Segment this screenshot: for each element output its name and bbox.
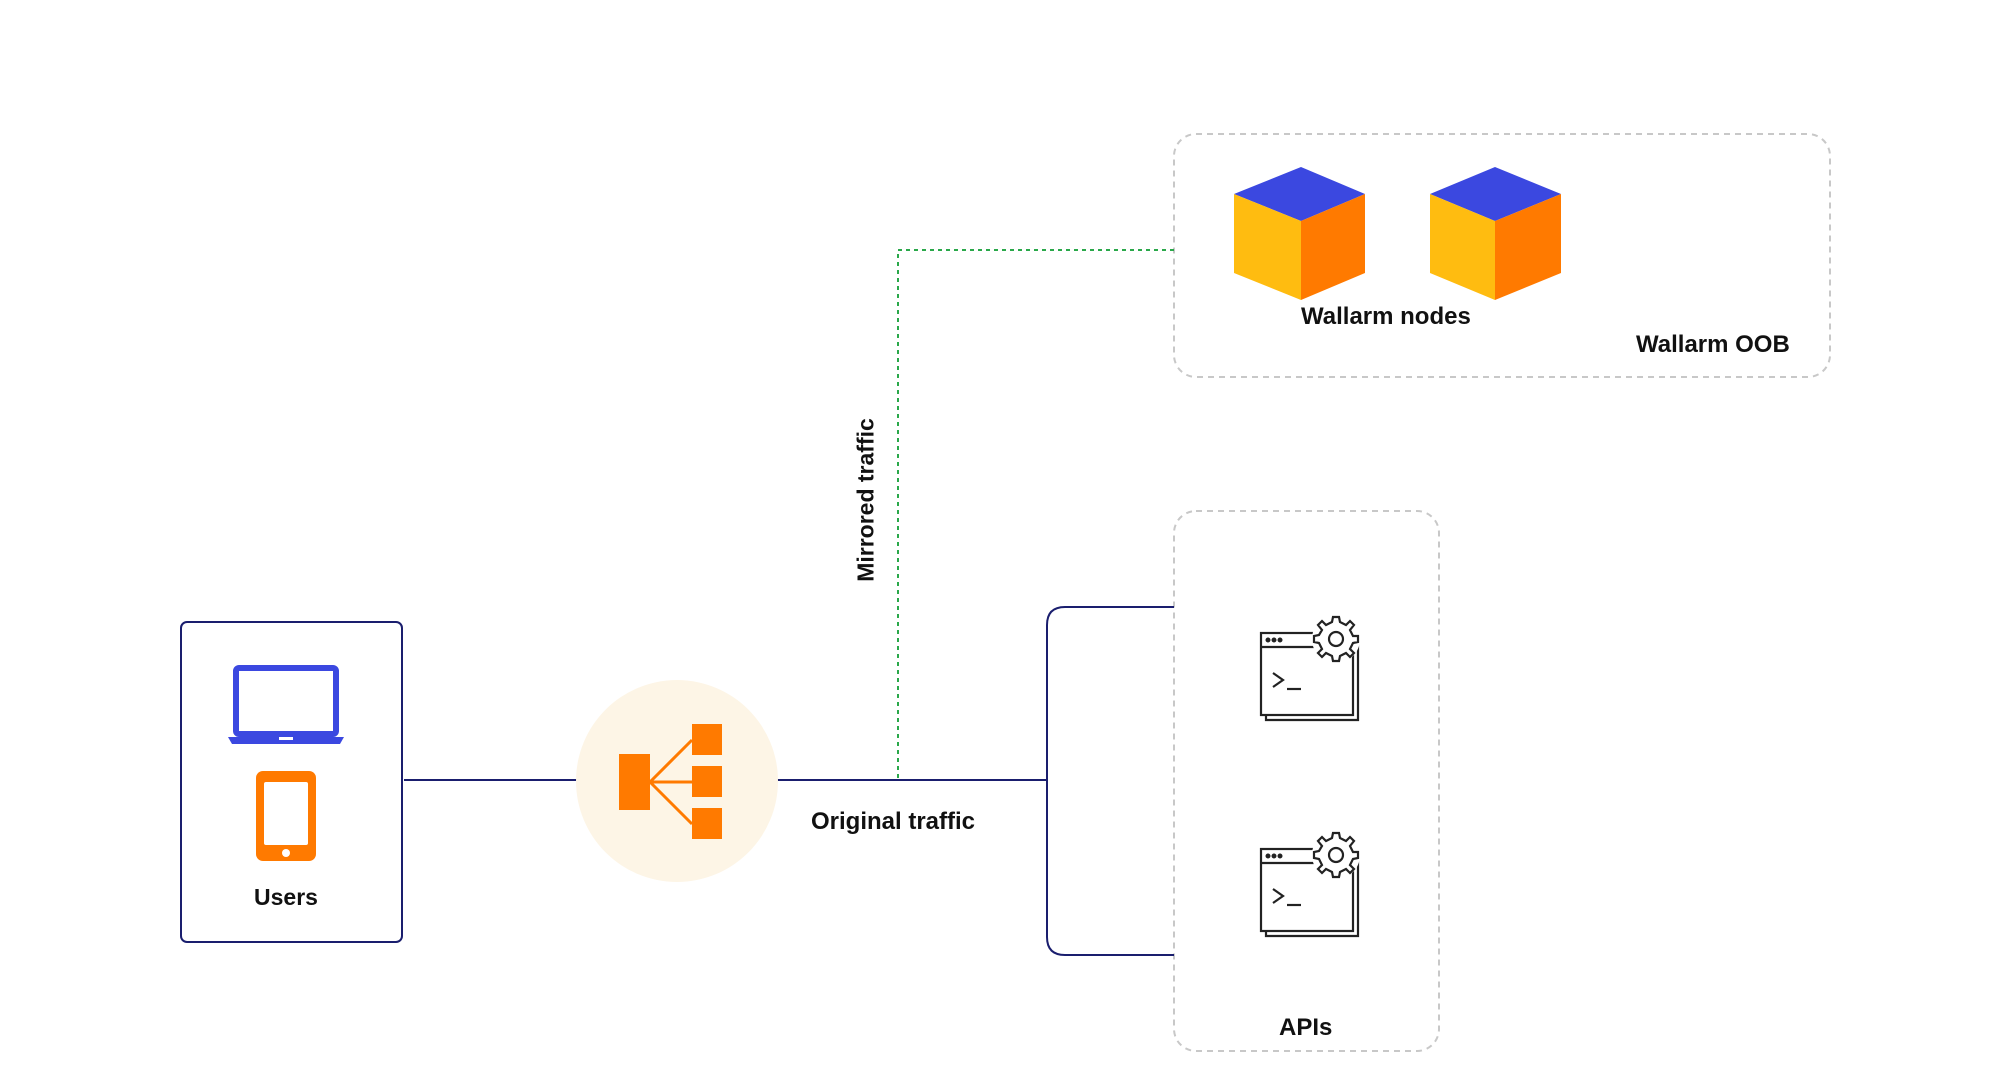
api-terminal-gear-icon [1259,615,1360,722]
mirrored-traffic-label: Mirrored traffic [852,418,879,582]
wallarm-node-cube-icon [1430,167,1561,300]
apis-label: APIs [1279,1014,1333,1041]
users-label: Users [254,884,318,910]
mirrored-traffic-line [897,249,1174,778]
mobile-phone-icon [256,771,316,861]
laptop-icon [228,665,344,744]
wallarm-oob-label: Wallarm OOB [1636,331,1790,358]
api-terminal-gear-icon [1259,831,1360,938]
original-traffic-label: Original traffic [811,808,976,835]
wallarm-node-cube-icon [1234,167,1365,300]
wallarm-nodes-label: Wallarm nodes [1301,303,1471,330]
apis-group [1173,510,1440,1052]
load-balancer-icon [619,724,722,839]
api-branch-connector [1046,606,1174,956]
